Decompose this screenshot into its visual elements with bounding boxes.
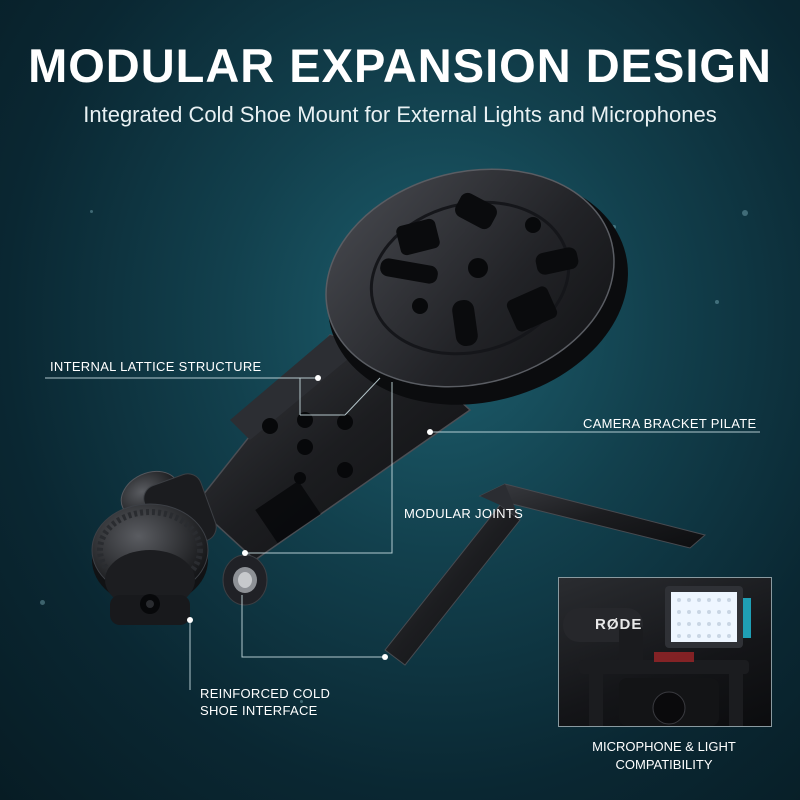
dust-particle [90, 210, 93, 213]
page-subtitle: Integrated Cold Shoe Mount for External … [83, 102, 717, 127]
inset-caption-line2: COMPATIBILITY [615, 757, 713, 772]
callout-cold-shoe: REINFORCED COLD SHOE INTERFACE [200, 685, 330, 719]
callout-camera-bracket: CAMERA BRACKET PILATE [583, 416, 757, 431]
callout-cold-shoe-line1: REINFORCED COLD [200, 686, 331, 701]
cold-shoe-knob [91, 503, 209, 625]
hex-key [384, 483, 707, 666]
microphone-brand-logo: RØDE [595, 616, 643, 633]
compatibility-inset-photo: RØDE [558, 577, 772, 727]
dust-particle [612, 225, 616, 229]
inset-caption-line1: MICROPHONE & LIGHT [592, 739, 736, 754]
page-title: MODULAR EXPANSION DESIGN [28, 39, 772, 92]
callout-modular-joints: MODULAR JOINTS [404, 506, 524, 521]
callout-internal-lattice: INTERNAL LATTICE STRUCTURE [50, 359, 262, 374]
dust-particle [40, 600, 45, 605]
dust-particle [715, 300, 719, 304]
callout-cold-shoe-line2: SHOE INTERFACE [200, 703, 318, 718]
inset-caption: MICROPHONE & LIGHT COMPATIBILITY [558, 738, 770, 774]
dust-particle [300, 700, 303, 703]
inset-illustration [563, 586, 751, 726]
round-mount-plate [325, 168, 628, 405]
callout-dot-icon [187, 375, 433, 660]
callout-lines [45, 377, 760, 690]
dust-particle [742, 210, 748, 216]
